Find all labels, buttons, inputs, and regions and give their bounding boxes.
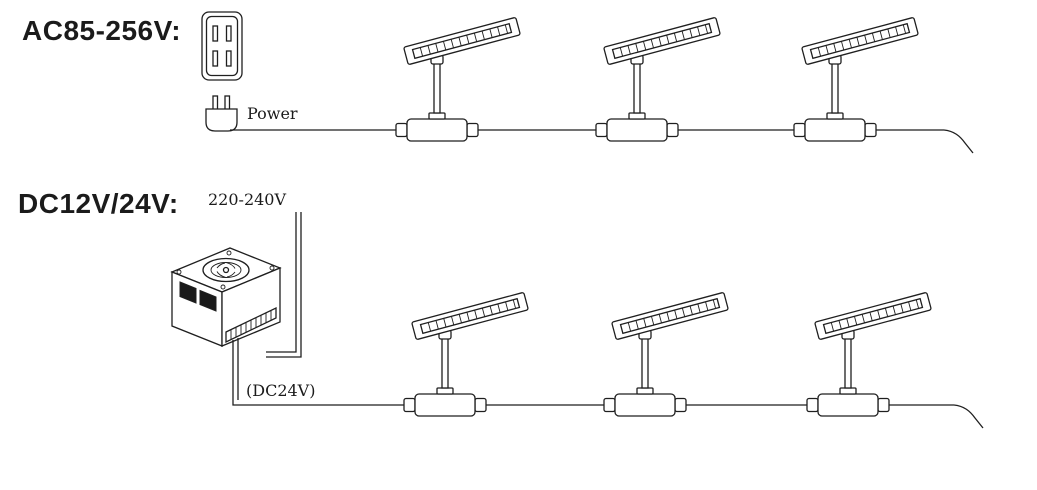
ac-section-title: AC85-256V:	[22, 15, 181, 46]
dc-input-wire	[266, 212, 297, 353]
cooling-fan-icon	[202, 257, 250, 283]
ac-wire-end-tail	[943, 129, 974, 154]
power-plug-icon	[205, 95, 238, 132]
output-voltage-label: (DC24V)	[246, 381, 315, 400]
led-bar-light-icon	[610, 291, 730, 395]
led-bar-light-icon	[410, 291, 530, 395]
led-bar-light-icon	[813, 291, 933, 395]
dc-wire-end-tail	[953, 404, 984, 429]
junction-box	[793, 118, 877, 142]
junction-box	[806, 393, 890, 417]
led-bar-light-icon	[602, 16, 722, 120]
dc-input-wire	[266, 212, 302, 358]
dc-output-wire	[232, 340, 954, 406]
junction-box	[395, 118, 479, 142]
junction-box	[603, 393, 687, 417]
led-bar-light-icon	[800, 16, 920, 120]
dc-section-title: DC12V/24V:	[18, 188, 179, 219]
power-label: Power	[247, 104, 298, 123]
power-supply-icon	[170, 247, 282, 347]
junction-box	[595, 118, 679, 142]
input-voltage-label: 220-240V	[208, 190, 286, 209]
wall-outlet-icon	[201, 11, 243, 81]
led-bar-light-icon	[402, 16, 522, 120]
junction-box	[403, 393, 487, 417]
